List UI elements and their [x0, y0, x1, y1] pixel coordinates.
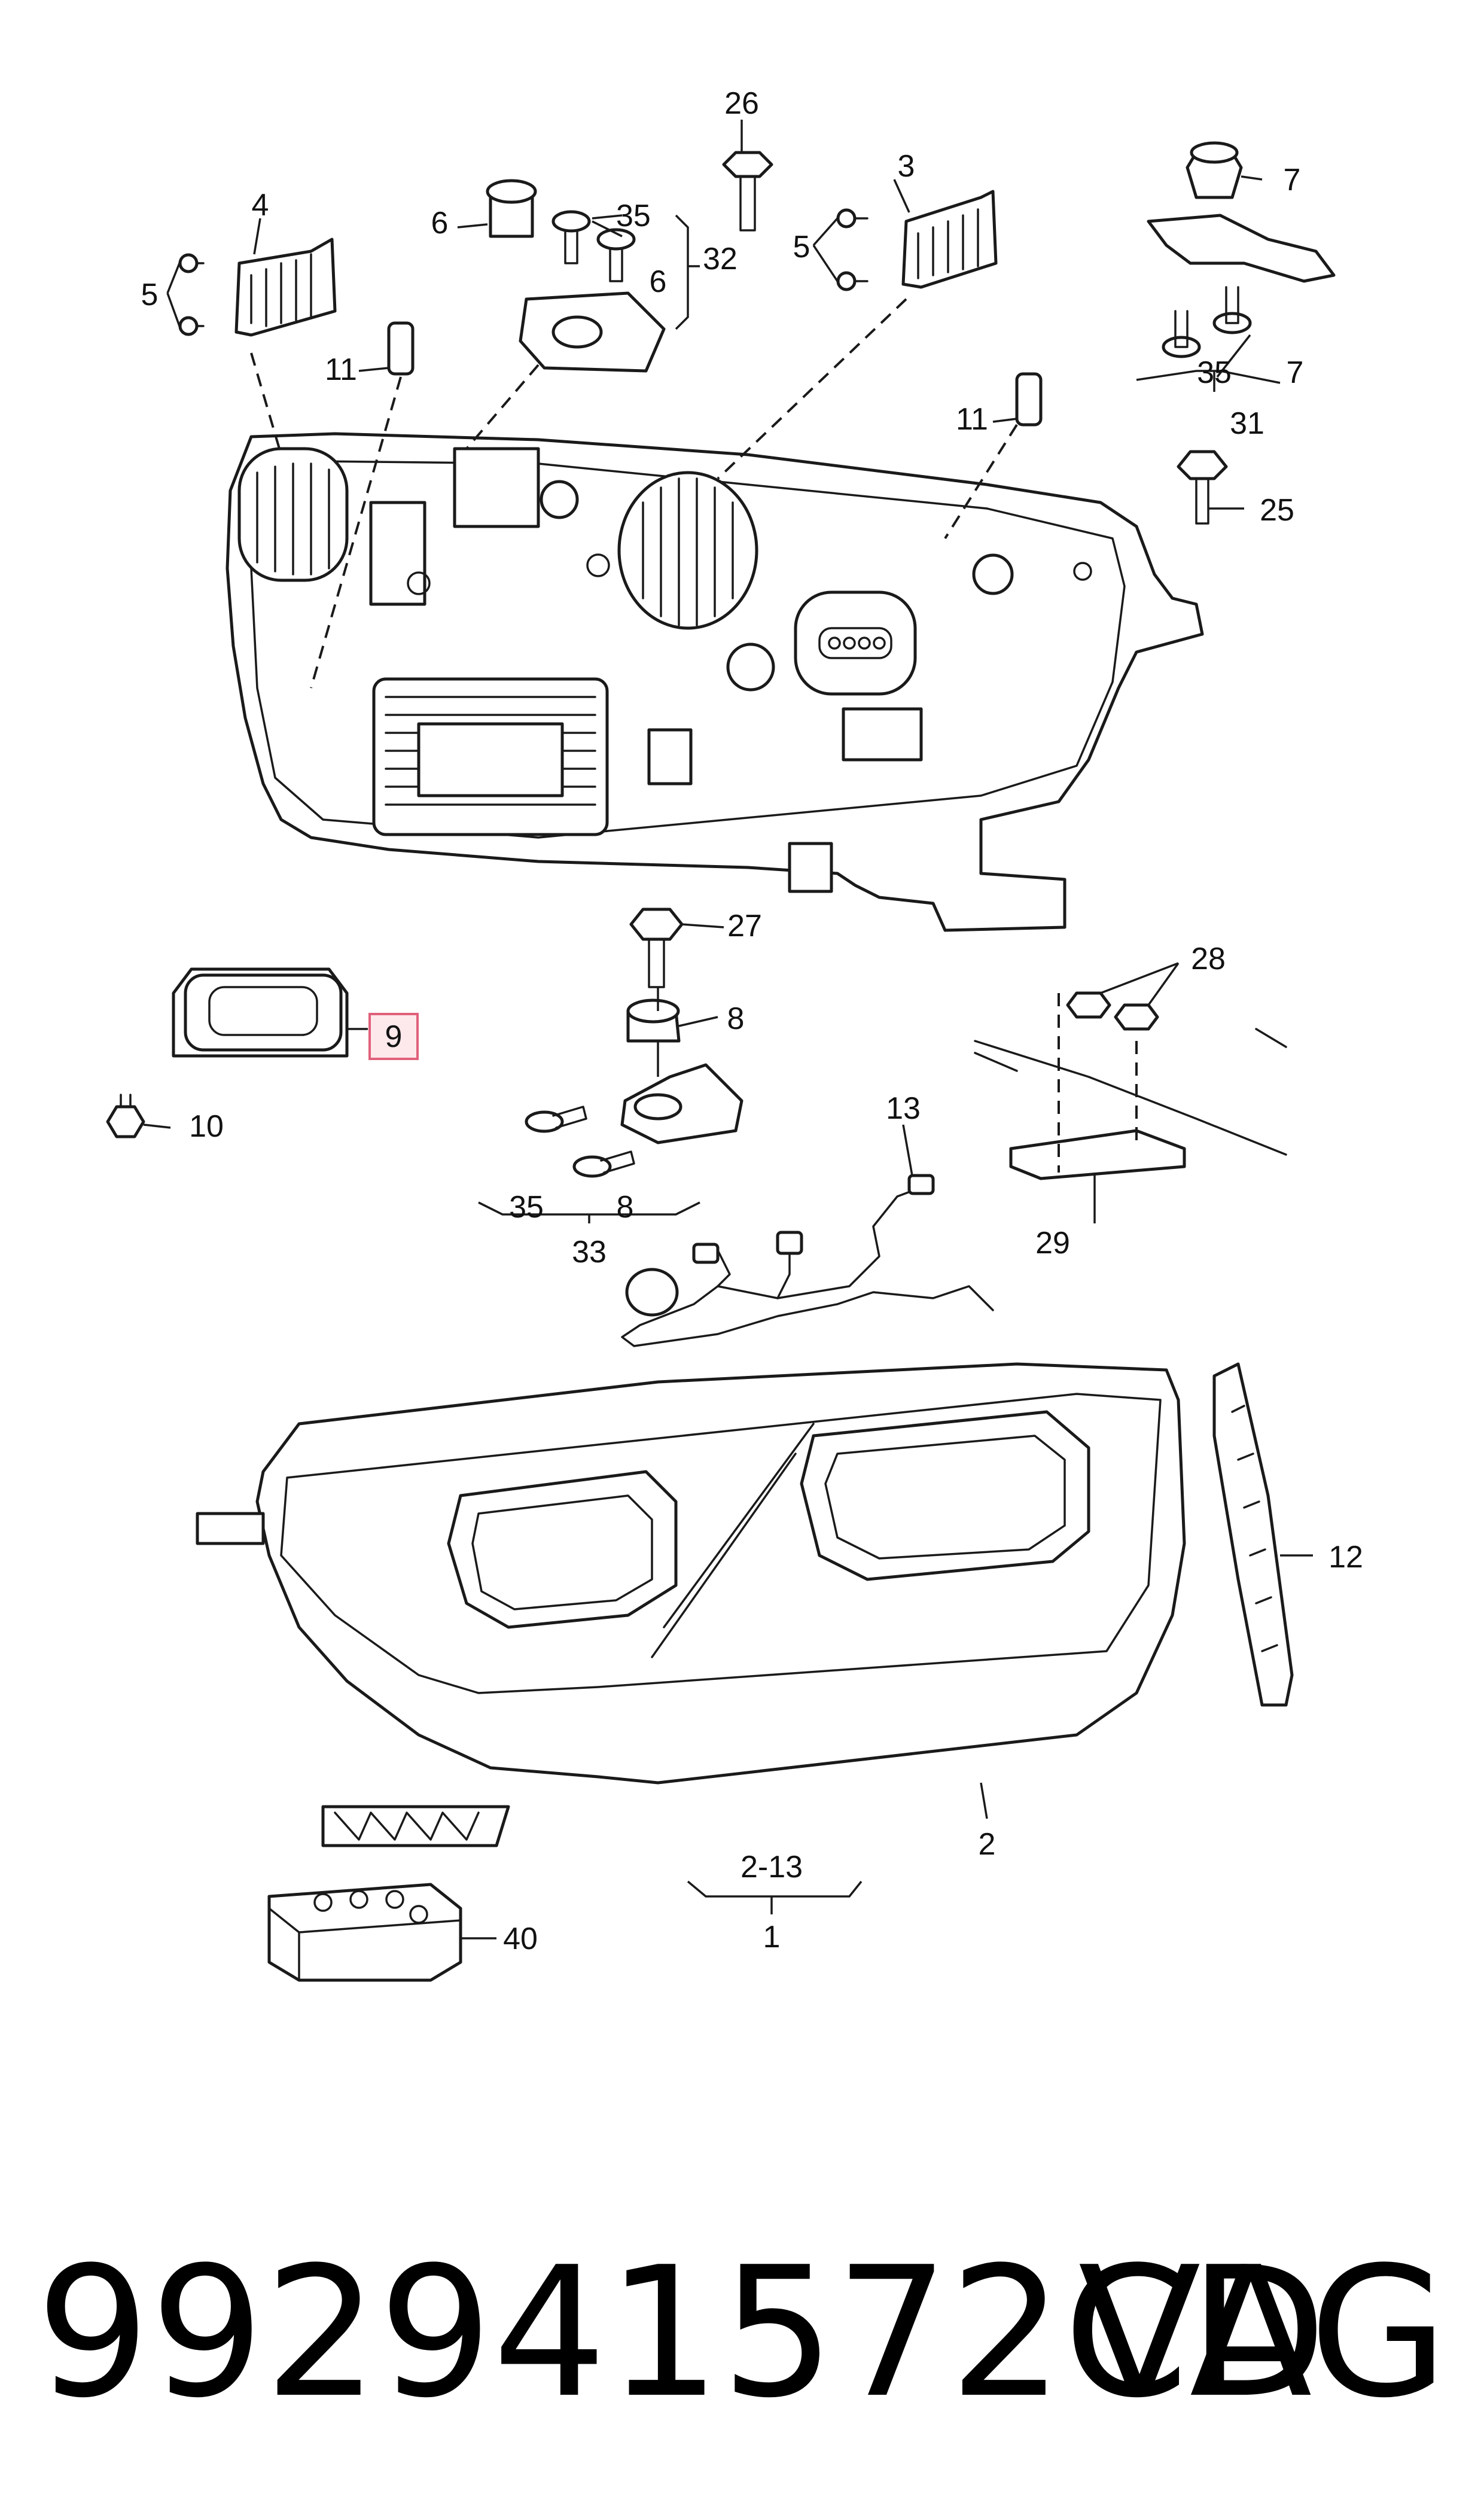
- vent-cap-left: [237, 447, 349, 582]
- callout-31: 31: [1230, 406, 1264, 441]
- callout-5-b: 5: [793, 230, 810, 264]
- callout-labels: 26 3 4 6 35 5 32 6 5 7 11 35 7 31 11 25 …: [141, 86, 1363, 1956]
- screws-part-5-right: [836, 208, 869, 291]
- callout-2-13: 2-13: [741, 1850, 803, 1884]
- callout-11-b: 11: [956, 402, 988, 437]
- screw-part-35-e: [525, 1106, 587, 1133]
- callout-5-a: 5: [141, 278, 159, 312]
- trim-strip-part-12: [1212, 1362, 1294, 1707]
- bracket-top: [453, 447, 540, 528]
- callout-35-a: 35: [616, 199, 651, 233]
- cap-part-6-top: [486, 179, 537, 238]
- callout-6-b: 6: [650, 264, 667, 299]
- screw-part-35-b: [596, 228, 636, 282]
- callout-33: 33: [572, 1235, 607, 1269]
- callout-7-b: 7: [1287, 355, 1304, 390]
- brand-label: VAG: [1078, 2228, 1448, 2437]
- socket-block: [842, 707, 923, 762]
- callout-35-c: 35: [509, 1190, 544, 1225]
- screw-boss-5: [1073, 562, 1092, 581]
- leader-lines: [143, 120, 1313, 1940]
- callout-35-b: 35: [1197, 355, 1232, 390]
- screw-part-27: [629, 908, 684, 988]
- callout-11-a: 11: [325, 352, 357, 387]
- ballast-module: [372, 677, 609, 836]
- screw-part-8-b: [572, 1150, 635, 1178]
- main-connector: [794, 590, 917, 696]
- clip-part-11-right: [1015, 372, 1043, 427]
- callout-4: 4: [252, 188, 269, 223]
- screw-boss-1: [540, 480, 579, 519]
- cover-part-4: [234, 238, 337, 337]
- bulb-clip: [647, 728, 693, 785]
- callout-2: 2: [979, 1827, 996, 1862]
- callout-3: 3: [898, 149, 915, 184]
- screw-boss-3: [407, 571, 431, 595]
- cover-part-3: [901, 190, 998, 289]
- part-number-label: 992941572CD: [36, 2228, 1327, 2437]
- cap-part-40: [267, 1883, 462, 1982]
- headlight-exploded-diagram: 26 3 4 6 35 5 32 6 5 7 11 35 7 31 11 25 …: [106, 86, 1363, 1982]
- adjuster-round: [726, 643, 775, 692]
- wiring-harness-part-13: [621, 1174, 994, 1347]
- headlight-front: [196, 1362, 1186, 1847]
- callout-10: 10: [189, 1109, 224, 1144]
- callout-1: 1: [763, 1920, 781, 1954]
- callout-27: 27: [727, 909, 762, 943]
- callout-32: 32: [703, 242, 738, 276]
- screw-part-25: [1177, 450, 1228, 525]
- screw-part-35-d: [1212, 286, 1252, 334]
- callout-29: 29: [1035, 1226, 1070, 1260]
- callout-12: 12: [1328, 1540, 1363, 1575]
- bracket-part-33: [620, 1063, 743, 1144]
- highlight-box-9: [368, 1013, 419, 1060]
- screw-boss-4: [586, 553, 610, 577]
- screw-boss-2: [972, 553, 1014, 595]
- screws-part-5-left: [178, 253, 205, 336]
- callout-40: 40: [503, 1922, 538, 1956]
- screw-part-10: [106, 1094, 145, 1138]
- callout-8-a: 8: [727, 1001, 745, 1036]
- socket-slot-left: [369, 501, 426, 606]
- screw-part-26: [722, 151, 773, 232]
- cap-part-6-bracket: [519, 291, 666, 373]
- screw-part-35-c: [1162, 310, 1201, 358]
- front-mount-left: [196, 1512, 265, 1545]
- callout-7-a: 7: [1284, 163, 1301, 197]
- nut-part-8: [626, 998, 681, 1043]
- control-unit-part-9: [172, 967, 349, 1058]
- callout-13: 13: [886, 1091, 921, 1126]
- callout-6-a: 6: [431, 206, 449, 240]
- front-mount-bottom: [321, 1805, 510, 1847]
- callout-9: 9: [385, 1019, 403, 1054]
- callout-8-b: 8: [617, 1190, 634, 1225]
- clip-part-11-left: [387, 321, 415, 376]
- vent-cap-center: [617, 471, 758, 630]
- headlight-housing-rear: [226, 432, 1204, 932]
- bracket-part-29: [974, 991, 1287, 1180]
- callout-28: 28: [1191, 942, 1226, 976]
- callout-25: 25: [1260, 493, 1294, 528]
- tab-lower: [788, 842, 833, 893]
- bracket-part-7: [1147, 141, 1336, 283]
- callout-26: 26: [724, 86, 759, 121]
- screw-part-35-a: [551, 210, 591, 264]
